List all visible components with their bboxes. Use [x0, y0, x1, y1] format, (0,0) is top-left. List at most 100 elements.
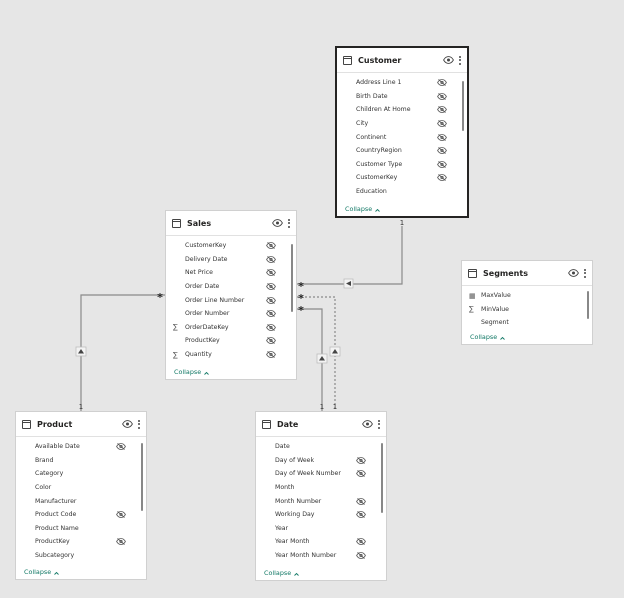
visibility-eye-icon[interactable] [443, 56, 454, 64]
hidden-eye-icon[interactable] [266, 337, 276, 345]
hidden-eye-icon[interactable] [266, 283, 276, 291]
hidden-eye-icon[interactable] [437, 120, 447, 128]
field-row[interactable]: ∑ OrderDateKey [166, 321, 296, 335]
table-card-customer[interactable]: Customer Address Line 1 Birth Date Child… [335, 46, 469, 218]
hidden-eye-icon[interactable] [266, 323, 276, 331]
more-options-icon[interactable] [137, 419, 141, 429]
hidden-eye-icon[interactable] [116, 443, 126, 451]
table-card-segments[interactable]: Segments ▦ MaxValue ∑ MinValue Segment C… [461, 260, 593, 345]
collapse-button[interactable]: Collapse [264, 569, 299, 577]
hidden-eye-icon[interactable] [356, 470, 366, 478]
field-row[interactable]: Month Number [256, 494, 386, 508]
hidden-eye-icon[interactable] [437, 147, 447, 155]
field-row[interactable]: Subcategory [16, 549, 146, 563]
more-options-icon[interactable] [458, 55, 462, 65]
hidden-eye-icon[interactable] [266, 242, 276, 250]
field-row[interactable]: Birth Date [337, 90, 467, 104]
visibility-eye-icon[interactable] [272, 219, 283, 227]
collapse-button[interactable]: Collapse [345, 205, 380, 213]
field-row[interactable]: Year Month Number [256, 549, 386, 563]
relationship-sales-date-inactive[interactable]: * 1 [297, 292, 341, 412]
field-row[interactable]: Product Name [16, 522, 146, 536]
hidden-eye-icon[interactable] [266, 269, 276, 277]
field-row[interactable]: Day of Week Number [256, 467, 386, 481]
field-row[interactable]: Order Line Number [166, 293, 296, 307]
field-row[interactable]: Day of Week [256, 454, 386, 468]
field-row[interactable]: ▦ MaxValue [462, 289, 592, 303]
field-row[interactable]: Working Day [256, 508, 386, 522]
scrollbar[interactable] [587, 291, 589, 319]
hidden-eye-icon[interactable] [437, 160, 447, 168]
field-row[interactable]: Date [256, 440, 386, 454]
hidden-eye-icon[interactable] [266, 310, 276, 318]
hidden-eye-icon[interactable] [437, 79, 447, 87]
field-row[interactable]: Address Line 1 [337, 76, 467, 90]
field-row[interactable]: CustomerKey [166, 239, 296, 253]
table-card-date[interactable]: Date Date Day of Week Day of Week Number… [255, 411, 387, 581]
scrollbar[interactable] [141, 443, 143, 511]
field-row[interactable]: CustomerKey [337, 171, 467, 185]
hidden-eye-icon[interactable] [266, 255, 276, 263]
visibility-eye-icon[interactable] [568, 269, 579, 277]
hidden-eye-icon[interactable] [116, 511, 126, 519]
field-row[interactable]: CountryRegion [337, 144, 467, 158]
field-row[interactable]: Year [256, 522, 386, 536]
field-row[interactable]: Segment [462, 316, 592, 330]
scrollbar[interactable] [381, 443, 383, 513]
hidden-eye-icon[interactable] [356, 511, 366, 519]
field-row[interactable]: Manufacturer [16, 494, 146, 508]
table-header[interactable]: Product [16, 412, 146, 437]
field-row[interactable]: Children At Home [337, 103, 467, 117]
table-card-sales[interactable]: Sales CustomerKey Delivery Date Net Pric… [165, 210, 297, 380]
hidden-eye-icon[interactable] [356, 552, 366, 559]
field-row[interactable]: Product Code [16, 508, 146, 522]
more-options-icon[interactable] [377, 419, 381, 429]
field-row[interactable]: Customer Type [337, 158, 467, 172]
hidden-eye-icon[interactable] [356, 538, 366, 546]
field-row[interactable]: ProductKey [16, 535, 146, 549]
hidden-eye-icon[interactable] [437, 133, 447, 141]
field-row[interactable]: Continent [337, 130, 467, 144]
scrollbar[interactable] [462, 81, 464, 131]
table-card-product[interactable]: Product Available Date Brand Category Co… [15, 411, 147, 580]
collapse-button[interactable]: Collapse [470, 333, 505, 341]
visibility-eye-icon[interactable] [362, 420, 373, 428]
field-row[interactable]: Year Month [256, 535, 386, 549]
field-row[interactable]: Education [337, 185, 467, 199]
field-row[interactable]: Order Number [166, 307, 296, 321]
hidden-eye-icon[interactable] [266, 351, 276, 358]
visibility-eye-icon[interactable] [122, 420, 133, 428]
table-header[interactable]: Sales [166, 211, 296, 236]
field-row[interactable]: Category [16, 467, 146, 481]
relationship-sales-customer[interactable]: 1 * [297, 217, 406, 293]
hidden-eye-icon[interactable] [356, 456, 366, 464]
hidden-eye-icon[interactable] [266, 296, 276, 304]
table-header[interactable]: Date [256, 412, 386, 437]
field-row[interactable]: Delivery Date [166, 253, 296, 267]
table-header[interactable]: Segments [462, 261, 592, 286]
more-options-icon[interactable] [287, 218, 291, 228]
collapse-button[interactable]: Collapse [174, 368, 209, 376]
hidden-eye-icon[interactable] [356, 497, 366, 505]
field-row[interactable]: Available Date [16, 440, 146, 454]
field-row[interactable]: City [337, 117, 467, 131]
hidden-eye-icon[interactable] [437, 92, 447, 100]
field-row[interactable]: Month [256, 481, 386, 495]
hidden-eye-icon[interactable] [116, 538, 126, 546]
relationship-sales-date[interactable]: * 1 [297, 304, 328, 412]
field-row[interactable]: Net Price [166, 266, 296, 280]
field-row[interactable]: Brand [16, 454, 146, 468]
table-header[interactable]: Customer [337, 48, 467, 73]
field-row[interactable]: ∑ MinValue [462, 303, 592, 317]
hidden-eye-icon[interactable] [437, 174, 447, 182]
collapse-button[interactable]: Collapse [24, 568, 59, 576]
field-row[interactable]: Order Date [166, 280, 296, 294]
field-row[interactable]: Color [16, 481, 146, 495]
more-options-icon[interactable] [583, 268, 587, 278]
field-row[interactable]: ∑ Quantity [166, 348, 296, 362]
scrollbar[interactable] [291, 244, 293, 312]
relationship-sales-product[interactable]: * 1 [75, 291, 165, 412]
hidden-eye-icon[interactable] [437, 106, 447, 114]
field-row[interactable]: ProductKey [166, 334, 296, 348]
